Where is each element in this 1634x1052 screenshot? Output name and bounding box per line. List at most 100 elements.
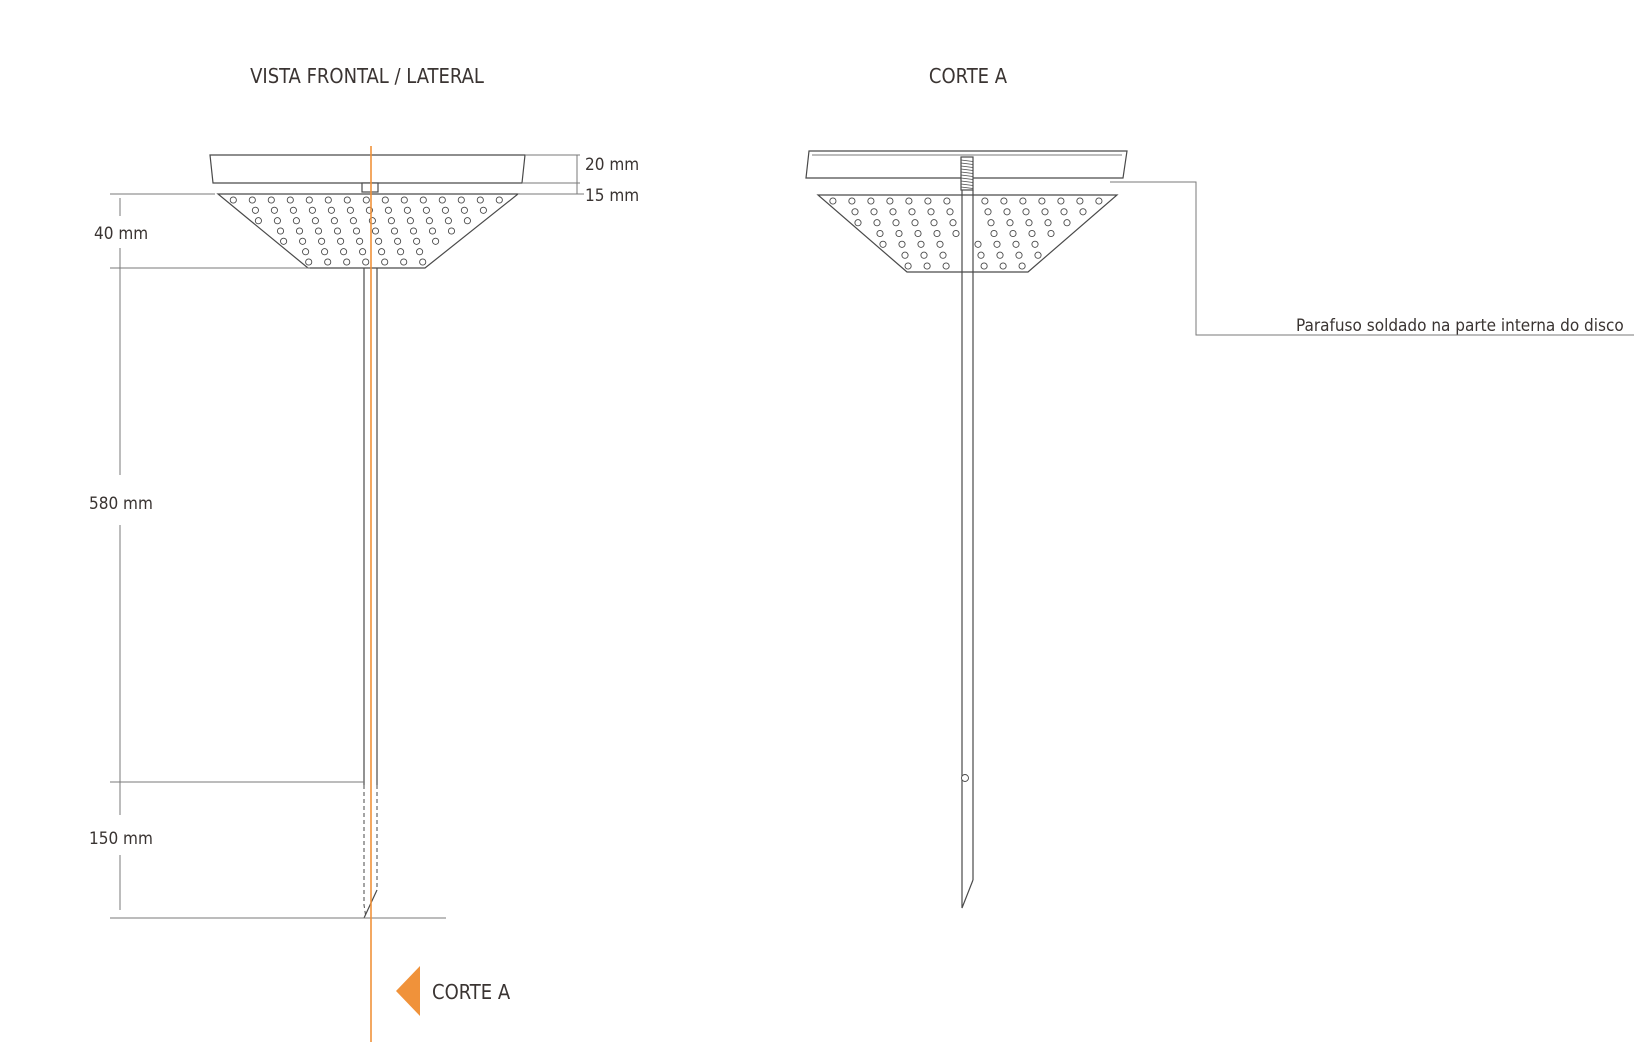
perforation-hole xyxy=(349,217,357,225)
perforation-hole xyxy=(330,217,338,225)
perforation-hole xyxy=(479,206,487,214)
perforation-hole xyxy=(359,248,367,256)
perforation-hole xyxy=(394,237,402,245)
perforation-hole xyxy=(1079,208,1087,216)
perforation-hole xyxy=(1063,219,1071,227)
perforation-hole xyxy=(251,206,259,214)
perforation-hole xyxy=(311,217,319,225)
perforation-hole xyxy=(876,229,884,238)
screw-thread xyxy=(960,180,974,183)
screw-thread xyxy=(960,174,974,177)
perforation-hole xyxy=(905,197,913,205)
screw-thread xyxy=(960,186,974,189)
perforation-hole xyxy=(911,219,919,227)
perforation-hole xyxy=(346,206,354,214)
perforation-hole xyxy=(980,262,988,270)
screw-thread xyxy=(960,171,974,174)
perforation-hole xyxy=(933,229,941,238)
screw-thread xyxy=(960,159,974,162)
perforation-hole xyxy=(295,227,304,235)
perforation-hole xyxy=(895,229,903,238)
dim-cone-height: 40 mm xyxy=(94,224,148,244)
perforation-hole xyxy=(340,248,348,256)
perforation-hole xyxy=(851,208,859,216)
front-neck xyxy=(361,182,379,193)
screw-thread xyxy=(960,165,974,168)
rod-pin-hole xyxy=(961,774,969,782)
perforation-hole xyxy=(942,262,950,270)
perforation-hole xyxy=(444,217,452,225)
perforation-hole xyxy=(1022,208,1030,216)
perforation-hole xyxy=(324,196,332,204)
perforation-hole xyxy=(400,196,408,204)
perforation-hole xyxy=(495,196,503,204)
perforation-hole xyxy=(870,208,878,216)
perforation-hole xyxy=(898,240,906,248)
perforation-hole xyxy=(1095,197,1103,205)
callout-leader xyxy=(1110,181,1634,336)
perforation-hole xyxy=(432,237,440,245)
dim-cap-height: 20 mm xyxy=(585,155,639,175)
perforation-hole xyxy=(273,217,281,225)
perforation-hole xyxy=(254,217,262,225)
perforation-hole xyxy=(384,206,392,214)
section-rod-tip xyxy=(961,879,974,909)
perforation-hole xyxy=(879,240,887,248)
perforation-hole xyxy=(829,197,837,205)
perforation-hole xyxy=(1028,229,1036,238)
perforation-hole xyxy=(362,196,370,204)
perforation-hole xyxy=(936,240,944,248)
dim-gap: 15 mm xyxy=(585,186,639,206)
section-cone xyxy=(816,194,1119,273)
dim-shaft-length: 580 mm xyxy=(89,494,153,514)
section-view: CORTE A Parafuso soldado na parte intern… xyxy=(805,64,1634,909)
perforation-hole xyxy=(981,197,989,205)
perforation-hole xyxy=(927,208,935,216)
perforation-hole xyxy=(1012,240,1020,248)
perforation-hole xyxy=(977,251,985,259)
perforation-hole xyxy=(886,197,894,205)
perforation-hole xyxy=(1038,197,1046,205)
callout-text: Parafuso soldado na parte interna do dis… xyxy=(1296,316,1624,336)
perforation-hole xyxy=(381,258,389,266)
perforation-hole xyxy=(460,206,468,214)
perforation-hole xyxy=(356,237,364,245)
perforation-hole xyxy=(327,206,335,214)
perforation-hole xyxy=(1031,240,1039,248)
perforation-hole xyxy=(984,208,992,216)
perforation-hole xyxy=(343,196,351,204)
perforation-hole xyxy=(990,229,998,238)
perforation-hole xyxy=(299,237,307,245)
perforation-hole xyxy=(289,206,297,214)
perforation-hole xyxy=(292,217,300,225)
perforation-hole xyxy=(946,208,954,216)
perforation-hole xyxy=(1044,219,1052,227)
perforation-hole xyxy=(375,237,383,245)
perforation-hole xyxy=(352,227,361,235)
perforation-hole xyxy=(1034,251,1042,259)
perforation-hole xyxy=(438,196,446,204)
perforation-hole xyxy=(270,206,278,214)
perforation-hole xyxy=(381,196,389,204)
perforation-hole xyxy=(378,248,386,256)
perforation-hole xyxy=(403,206,411,214)
perforation-hole xyxy=(419,196,427,204)
perforation-hole xyxy=(390,227,399,235)
section-arrow-icon xyxy=(396,966,420,1016)
perforation-hole xyxy=(229,196,237,204)
perforation-hole xyxy=(476,196,484,204)
perforation-hole xyxy=(387,217,395,225)
perforation-hole xyxy=(1057,197,1065,205)
perforation-hole xyxy=(1060,208,1068,216)
perforation-hole xyxy=(996,251,1004,259)
perforation-hole xyxy=(867,197,875,205)
perforation-hole xyxy=(854,219,862,227)
perforation-hole xyxy=(1015,251,1023,259)
perforation-hole xyxy=(917,240,925,248)
perforation-hole xyxy=(889,208,897,216)
dim-tip-length: 150 mm xyxy=(89,829,153,849)
perforation-hole xyxy=(920,251,928,259)
perforation-hole xyxy=(1009,229,1017,238)
perforation-hole xyxy=(904,262,912,270)
perforation-hole xyxy=(949,219,957,227)
